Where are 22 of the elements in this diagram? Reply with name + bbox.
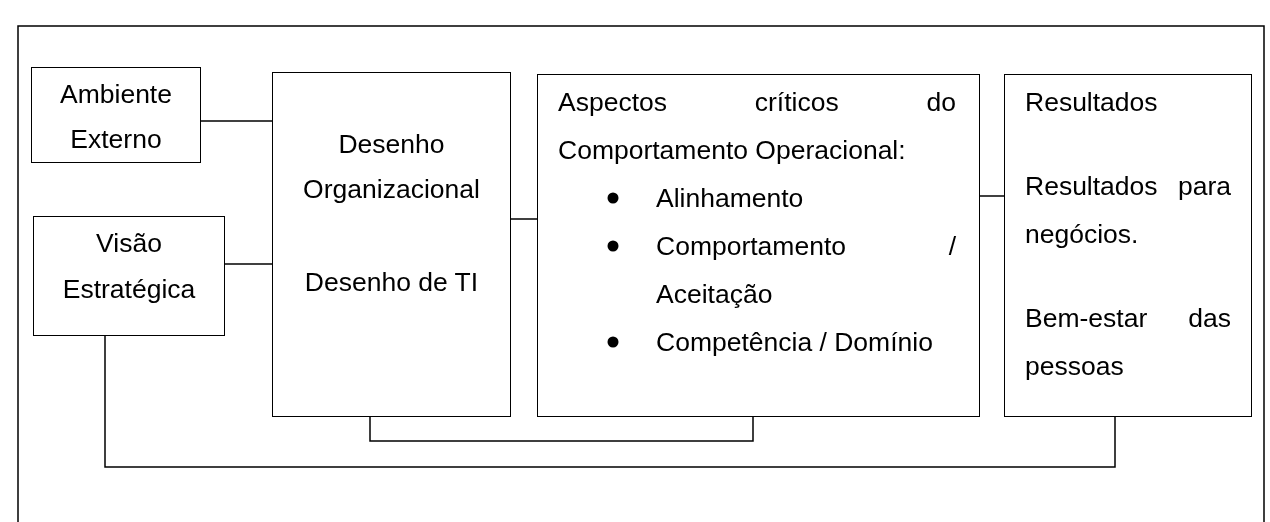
text-box [1004,74,1252,417]
text-box [31,67,201,163]
connector-line [200,120,273,122]
connector-line [979,195,1005,197]
node-heading: Resultados [1025,86,1159,119]
node-label: Desenho de TI [303,266,480,299]
bullet-item: Alinhamento [656,183,804,213]
connector-line [369,416,754,442]
text-box [33,216,225,336]
node-label: Visão Estratégica [61,227,197,306]
text-box [272,72,511,417]
node-heading: Aspectos críticos do Comportamento Operacional: [558,86,956,167]
connector-line [510,218,538,220]
node-label: Ambiente Externo [59,78,173,156]
text-box [537,74,980,417]
connector-line [224,263,273,265]
node-label: Desenho Organizacional [302,128,481,206]
bullet-item: Comportamento / Aceitação [656,231,956,309]
node-text: Bem-estar das pessoas [1025,302,1231,383]
bullet-item: Competência / Domínio [656,327,933,357]
connector-line [104,335,1116,468]
node-text: Resultados para negócios. [1025,170,1231,251]
